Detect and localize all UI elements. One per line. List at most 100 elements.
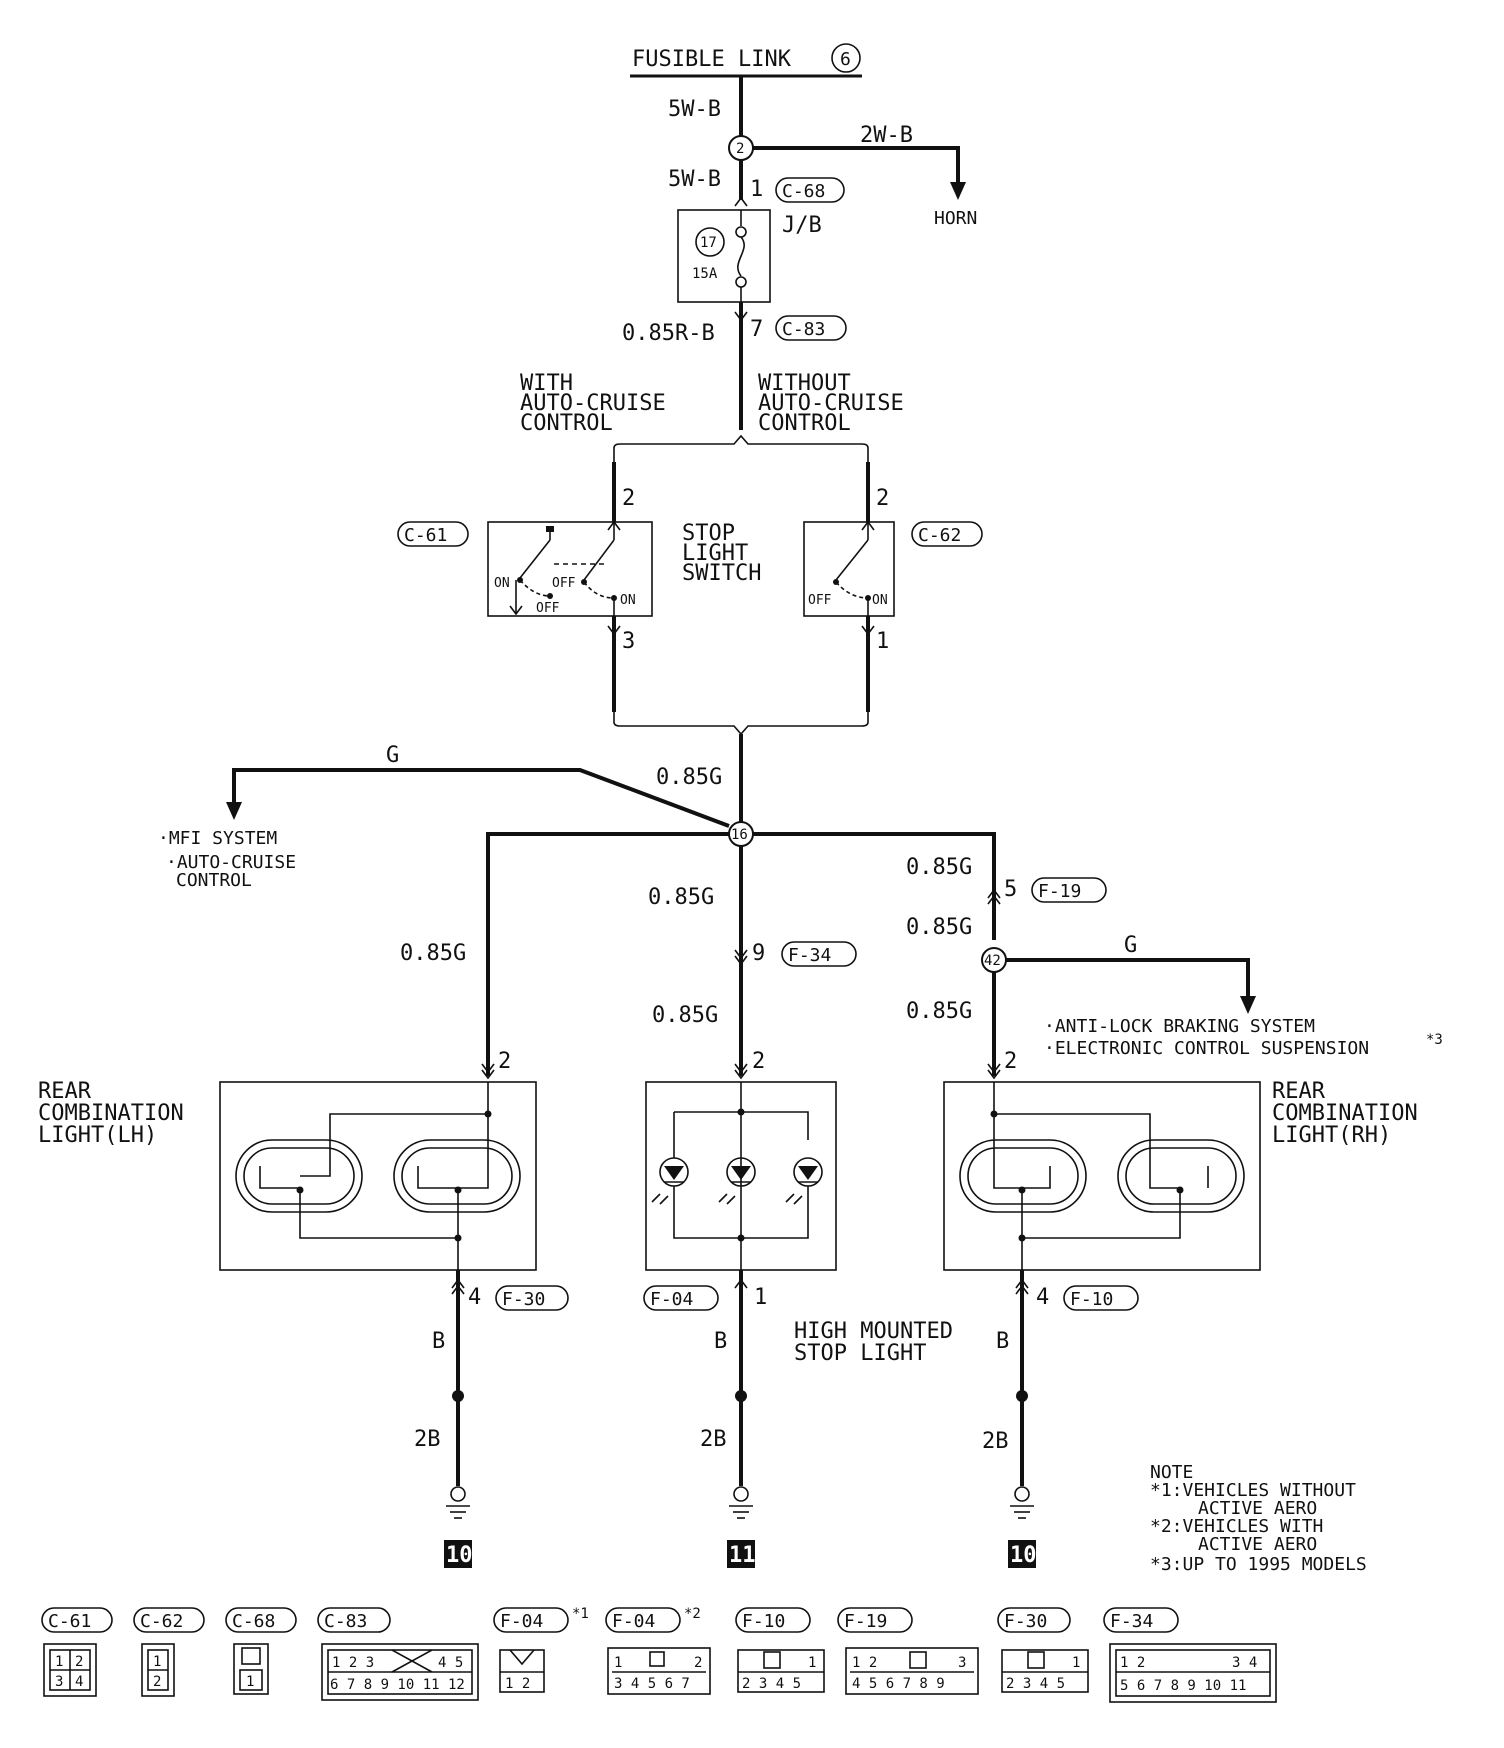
connector-f34: F-34 xyxy=(788,945,831,966)
wire-label-085g-r3: 0.85G xyxy=(906,999,972,1024)
stop-switch-line1: STOP xyxy=(682,521,735,546)
connector-chevron-icon xyxy=(734,196,748,207)
wire-label-2wb: 2W-B xyxy=(860,123,913,148)
note-block: NOTE *1:VEHICLES WITHOUT ACTIVE AERO *2:… xyxy=(1150,1462,1367,1575)
pin-rh-2: 2 xyxy=(1004,1049,1017,1074)
rear-lh-line2: COMBINATION xyxy=(38,1101,184,1126)
svg-text:1: 1 xyxy=(1072,1655,1080,1671)
ground-rh-number: 10 xyxy=(1010,1543,1037,1568)
junction-42-label: 42 xyxy=(984,953,1001,969)
legend-c62: C-62 xyxy=(140,1611,183,1632)
rear-lh-line3: LIGHT(LH) xyxy=(38,1123,157,1148)
high-mounted-stop-light xyxy=(645,1081,837,1271)
control-label: CONTROL xyxy=(176,870,252,891)
rear-rh-line1: REAR xyxy=(1272,1079,1326,1104)
svg-text:6 7 8 9 10 11 12: 6 7 8 9 10 11 12 xyxy=(330,1677,465,1693)
option-brace-bottom xyxy=(613,712,869,736)
legend-f30: F-30 xyxy=(1004,1611,1047,1632)
fusible-link: FUSIBLE LINK 6 xyxy=(630,43,862,78)
abs-label: ·ANTI-LOCK BRAKING SYSTEM xyxy=(1044,1016,1315,1037)
junction-16-label: 16 xyxy=(731,827,748,843)
pin-c61-3: 3 xyxy=(622,629,635,654)
legend-f10: F-10 xyxy=(742,1611,785,1632)
note-1b: ACTIVE AERO xyxy=(1198,1498,1317,1519)
wire-label-b-lh: B xyxy=(432,1329,445,1354)
ground-lh-number: 10 xyxy=(446,1543,473,1568)
ground-icon xyxy=(1010,1486,1034,1519)
note-2b: ACTIVE AERO xyxy=(1198,1534,1317,1555)
jb-label: J/B xyxy=(782,213,822,238)
connector-chevron-icon xyxy=(987,888,1001,905)
svg-text:3: 3 xyxy=(958,1655,966,1671)
wire-label-g-abs: G xyxy=(1124,933,1137,958)
connector-f10: F-10 xyxy=(1070,1289,1113,1310)
rear-rh-line3: LIGHT(RH) xyxy=(1272,1123,1391,1148)
rear-rh-line2: COMBINATION xyxy=(1272,1101,1418,1126)
legend-f19: F-19 xyxy=(844,1611,887,1632)
pin-c68: 1 xyxy=(750,177,763,202)
note-3: *3:UP TO 1995 MODELS xyxy=(1150,1554,1367,1575)
wire-label-085g-c2: 0.85G xyxy=(652,1003,718,1028)
hmsl-line2: STOP LIGHT xyxy=(794,1341,926,1366)
pin-lh-2: 2 xyxy=(498,1049,511,1074)
wire-label-085g-c1: 0.85G xyxy=(648,885,714,910)
svg-text:2 3 4 5: 2 3 4 5 xyxy=(1006,1676,1065,1692)
mfi-system-label: ·MFI SYSTEM xyxy=(158,828,277,849)
rear-lh-line1: REAR xyxy=(38,1079,92,1104)
note-title: NOTE xyxy=(1150,1462,1193,1483)
fusible-link-label: FUSIBLE LINK xyxy=(632,47,792,72)
fuse-amperage: 15A xyxy=(692,266,718,282)
connector-c62: C-62 xyxy=(918,525,961,546)
pin-c-2: 2 xyxy=(752,1049,765,1074)
junction-block: 17 15A J/B xyxy=(677,209,822,303)
wire-label-5wb-b: 5W-B xyxy=(668,167,721,192)
wire-label-b-rh: B xyxy=(996,1329,1009,1354)
svg-text:3 4 5 6 7: 3 4 5 6 7 xyxy=(614,1676,690,1692)
connector-chevron-icon xyxy=(734,949,748,966)
legend-f34: F-34 xyxy=(1110,1611,1153,1632)
with-cruise-line1: WITH xyxy=(520,371,573,396)
pin-c61-2: 2 xyxy=(622,486,635,511)
fuse-number: 17 xyxy=(700,235,717,251)
c61-on-a: ON xyxy=(494,576,510,591)
note-2: *2:VEHICLES WITH xyxy=(1150,1516,1323,1537)
pin-c83: 7 xyxy=(750,317,763,342)
wire-label-085rb: 0.85R-B xyxy=(622,321,715,346)
pin-c62-2: 2 xyxy=(876,486,889,511)
option-brace-top xyxy=(613,434,869,462)
wire-2wb-horn xyxy=(753,146,960,190)
c62-on: ON xyxy=(872,593,888,608)
svg-text:4: 4 xyxy=(75,1674,83,1690)
auto-cruise-label: ·AUTO-CRUISE xyxy=(166,852,296,873)
with-cruise-line3: CONTROL xyxy=(520,411,613,436)
svg-text:1 2: 1 2 xyxy=(852,1655,877,1671)
stop-light-switch-c61: ON OFF OFF ON xyxy=(487,520,653,617)
wire-g-mfi xyxy=(232,768,730,828)
stop-light-switch-c62: OFF ON xyxy=(803,520,895,617)
legend-f04a-mark: *1 xyxy=(572,1606,589,1622)
ground-icon xyxy=(446,1486,470,1519)
wire-label-085g-lh: 0.85G xyxy=(400,941,466,966)
wire-label-5wb-a: 5W-B xyxy=(668,97,721,122)
legend-c68: C-68 xyxy=(232,1611,275,1632)
wire-label-085g-r2: 0.85G xyxy=(906,915,972,940)
wire-label-g-mfi: G xyxy=(386,743,399,768)
legend-f04a: F-04 xyxy=(500,1611,543,1632)
ecs-note-mark: *3 xyxy=(1426,1032,1443,1048)
svg-text:3 4: 3 4 xyxy=(1232,1655,1257,1671)
svg-text:2: 2 xyxy=(153,1674,161,1690)
wire-label-085g-r1: 0.85G xyxy=(906,855,972,880)
svg-text:2: 2 xyxy=(694,1655,702,1671)
connector-c83: C-83 xyxy=(782,319,825,340)
pin-c62-1: 1 xyxy=(876,629,889,654)
svg-text:1: 1 xyxy=(55,1654,63,1670)
svg-text:1 2 3: 1 2 3 xyxy=(332,1655,374,1671)
abs-arrow-icon xyxy=(1240,996,1256,1014)
pin-c-1: 1 xyxy=(754,1285,767,1310)
without-cruise-line1: WITHOUT xyxy=(758,371,851,396)
svg-text:5 6 7 8 9 10 11: 5 6 7 8 9 10 11 xyxy=(1120,1678,1246,1694)
wire-label-b-center: B xyxy=(714,1329,727,1354)
wire-g-abs xyxy=(1006,958,1250,1002)
c61-off-b: OFF xyxy=(536,601,560,616)
